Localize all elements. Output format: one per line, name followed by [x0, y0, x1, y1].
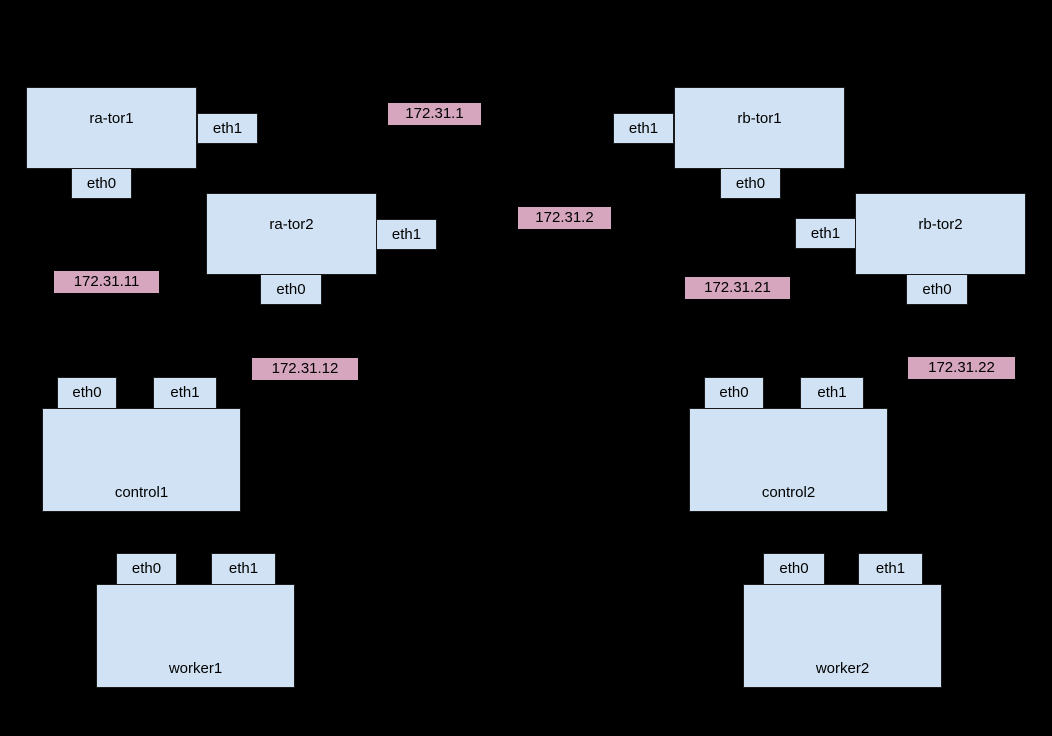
port-ra-tor1-eth1: eth1: [197, 113, 258, 144]
node-rb-tor2: rb-tor2: [855, 193, 1026, 275]
port-rb-tor1-eth0: eth0: [720, 168, 781, 199]
port-rb-tor2-eth0: eth0: [906, 274, 968, 305]
ip-label-172-31-22: 172.31.22: [908, 357, 1015, 379]
node-worker1: worker1: [96, 584, 295, 688]
port-worker2-eth1: eth1: [858, 553, 923, 585]
node-rb-tor1-label: rb-tor1: [737, 110, 782, 127]
node-rb-tor2-label: rb-tor2: [918, 216, 963, 233]
node-control1: control1: [42, 408, 241, 512]
port-worker1-eth0: eth0: [116, 553, 177, 585]
node-ra-tor1: ra-tor1: [26, 87, 197, 169]
port-ra-tor1-eth0: eth0: [71, 168, 132, 199]
node-worker2: worker2: [743, 584, 942, 688]
port-ra-tor2-eth1: eth1: [376, 219, 437, 250]
ip-label-172-31-2: 172.31.2: [518, 207, 611, 229]
node-control2: control2: [689, 408, 888, 512]
node-ra-tor2: ra-tor2: [206, 193, 377, 275]
node-rb-tor1: rb-tor1: [674, 87, 845, 169]
node-worker1-label: worker1: [168, 660, 223, 677]
port-ra-tor2-eth0: eth0: [260, 274, 322, 305]
port-control1-eth0: eth0: [57, 377, 117, 409]
port-rb-tor1-eth1: eth1: [613, 113, 674, 144]
port-control2-eth1: eth1: [800, 377, 864, 409]
ip-label-172-31-11: 172.31.11: [54, 271, 159, 293]
port-rb-tor2-eth1: eth1: [795, 218, 856, 249]
ip-label-172-31-21: 172.31.21: [685, 277, 790, 299]
ip-label-172-31-1: 172.31.1: [388, 103, 481, 125]
port-worker1-eth1: eth1: [211, 553, 276, 585]
port-worker2-eth0: eth0: [763, 553, 825, 585]
node-ra-tor1-label: ra-tor1: [89, 110, 134, 127]
ip-label-172-31-12: 172.31.12: [252, 358, 358, 380]
port-control1-eth1: eth1: [153, 377, 217, 409]
node-control2-label: control2: [761, 484, 816, 501]
node-control1-label: control1: [114, 484, 169, 501]
node-worker2-label: worker2: [815, 660, 870, 677]
port-control2-eth0: eth0: [704, 377, 764, 409]
node-ra-tor2-label: ra-tor2: [269, 216, 314, 233]
